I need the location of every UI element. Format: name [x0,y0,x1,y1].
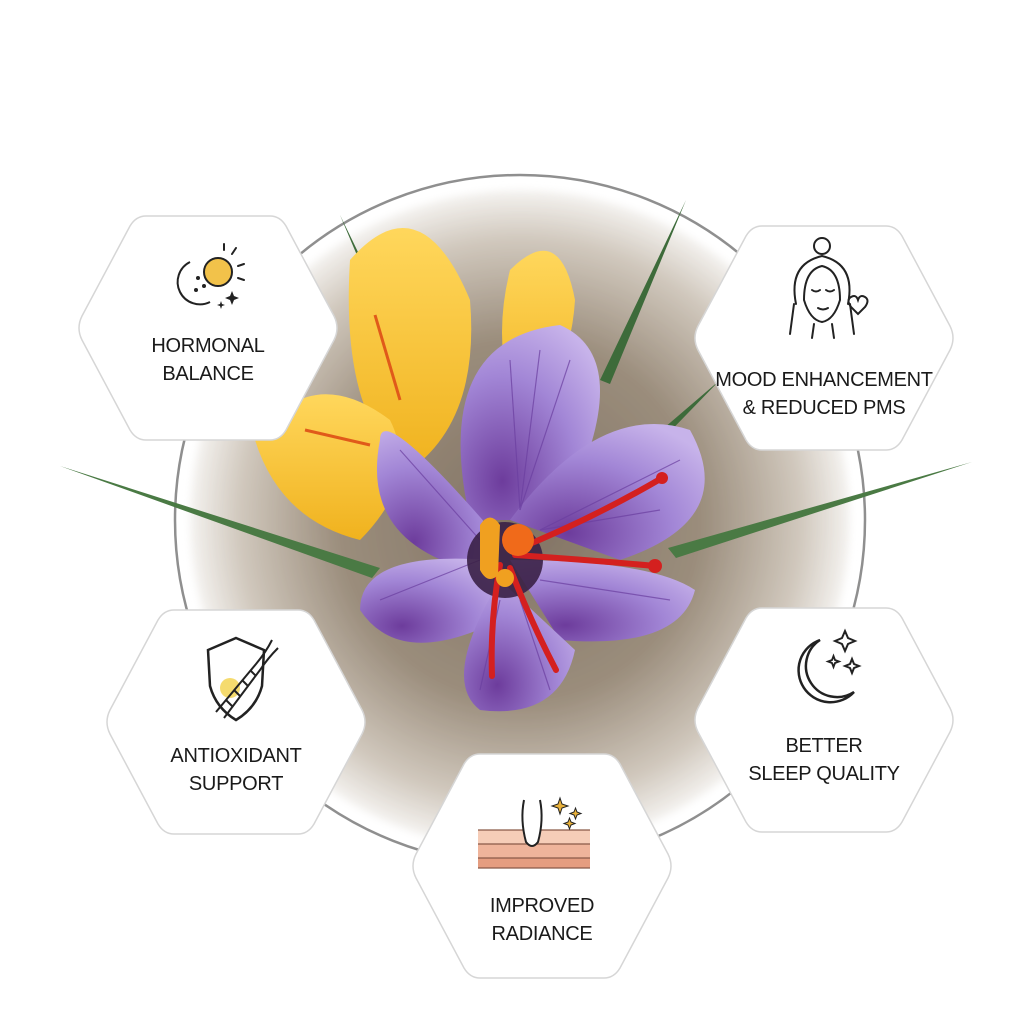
benefit-hormonal-balance: HORMONAL BALANCE [76,212,340,444]
woman-face-heart-icon [789,237,869,339]
benefit-label-line1: HORMONAL [151,335,265,357]
hexagon-frame [694,607,954,833]
benefit-label-line2: & REDUCED PMS [742,397,906,419]
benefit-label-line2: BALANCE [162,363,254,385]
hexagon-frame [78,215,338,441]
benefit-label-line2: SUPPORT [188,773,284,795]
benefit-better-sleep: BETTER SLEEP QUALITY [692,604,956,836]
moon-stars-icon [797,628,862,704]
benefit-improved-radiance: IMPROVED RADIANCE [410,750,674,982]
benefit-label: IMPROVED RADIANCE [410,892,674,948]
benefit-label: ANTIOXIDANT SUPPORT [104,742,368,798]
benefit-label: MOOD ENHANCEMENT & REDUCED PMS [692,366,956,422]
skin-layers-icon [478,796,590,869]
benefit-mood-enhancement: MOOD ENHANCEMENT & REDUCED PMS [692,222,956,454]
hexagon-frame [694,225,954,451]
benefit-label: BETTER SLEEP QUALITY [692,732,956,788]
benefit-label-line1: BETTER [785,735,863,757]
hexagon-frame [106,609,366,835]
benefit-label-line1: IMPROVED [489,895,595,917]
dna-shield-icon [206,636,279,722]
benefit-label: HORMONAL BALANCE [76,332,340,388]
benefit-antioxidant-support: ANTIOXIDANT SUPPORT [104,606,368,838]
benefit-label-line2: SLEEP QUALITY [748,763,900,785]
benefit-label-line1: MOOD ENHANCEMENT [715,369,933,391]
benefit-label-line1: ANTIOXIDANT [170,745,302,767]
sun-moon-icon [176,243,245,309]
benefit-label-line2: RADIANCE [491,923,593,945]
